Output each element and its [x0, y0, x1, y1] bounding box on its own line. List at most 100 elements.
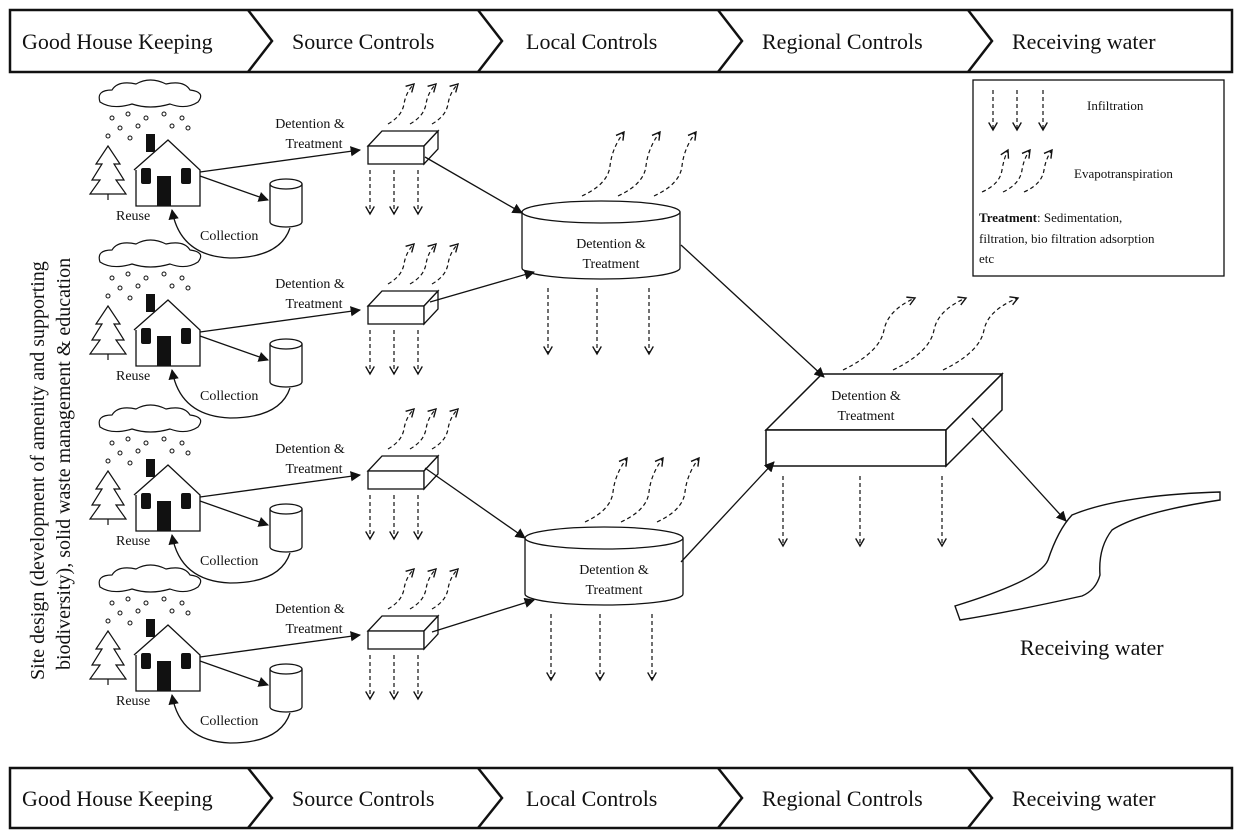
local-tank-label-line2: Treatment	[582, 257, 639, 272]
collection-tank-icon	[269, 338, 303, 388]
reuse-label: Reuse	[116, 694, 150, 709]
rain-drops-icon	[105, 271, 191, 301]
bottom-band-frame	[8, 766, 1234, 830]
tree-icon	[88, 629, 128, 685]
top-band-dividers	[247, 9, 994, 73]
source-infiltration-icon	[365, 170, 423, 216]
source-control-box	[366, 454, 440, 491]
rain-drops-icon	[105, 596, 191, 626]
source-infiltration-icon	[365, 495, 423, 541]
source-evapotranspiration-icon	[387, 82, 460, 125]
source-detention-label-line2: Treatment	[285, 137, 342, 152]
bottom-band-dividers	[247, 767, 994, 829]
local-evapotranspiration-icon	[584, 456, 700, 523]
reuse-label: Reuse	[116, 209, 150, 224]
legend: Infiltration Evapotranspiration Treatmen…	[972, 79, 1225, 277]
flow-arrow	[199, 335, 269, 362]
house-icon	[133, 619, 201, 692]
bottom-stage-receiving-water: Receiving water	[1012, 786, 1156, 811]
regional-label-line1: Detention &	[831, 389, 901, 404]
source-control-box	[366, 289, 440, 326]
house-icon	[133, 459, 201, 532]
top-stage-good-house-keeping: Good House Keeping	[22, 29, 213, 54]
local-control-tank: Detention & Treatment	[521, 130, 697, 356]
bottom-stage-regional-controls: Regional Controls	[762, 786, 923, 811]
local-control-tank: Detention & Treatment	[524, 456, 700, 682]
reuse-label: Reuse	[116, 369, 150, 384]
regional-label-line2: Treatment	[837, 409, 894, 424]
local-infiltration-icon	[543, 288, 654, 356]
tree-icon	[88, 144, 128, 200]
local-tank-label-line1: Detention &	[576, 237, 646, 252]
legend-treatment-line3: etc	[979, 251, 994, 266]
bottom-stage-source-controls: Source Controls	[292, 786, 434, 811]
local-tank-label-line1: Detention &	[579, 563, 649, 578]
flow-arrow	[199, 175, 269, 202]
source-detention-label-line2: Treatment	[285, 622, 342, 637]
reuse-arrow	[168, 533, 291, 584]
source-control-box	[366, 614, 440, 651]
source-detention-label-line1: Detention &	[275, 277, 345, 292]
source-detention-label-line1: Detention &	[275, 442, 345, 457]
side-text-line1: Site design (development of amenity and …	[27, 261, 49, 680]
regional-basin: Detention & Treatment	[764, 296, 1020, 548]
local-evapotranspiration-icon	[581, 130, 697, 197]
source-control-box	[366, 129, 440, 166]
receiving-water-label: Receiving water	[1020, 635, 1164, 660]
rain-drops-icon	[105, 436, 191, 466]
reuse-arrow	[168, 368, 291, 419]
rain-cloud-icon	[98, 564, 202, 593]
legend-treatment-line2: filtration, bio filtration adsorption	[979, 231, 1155, 246]
regional-evapotranspiration-icon	[842, 296, 1020, 371]
regional-infiltration-icon	[778, 476, 947, 548]
source-infiltration-icon	[365, 330, 423, 376]
rain-drops-icon	[105, 111, 191, 141]
reuse-label: Reuse	[116, 534, 150, 549]
source-detention-label-line1: Detention &	[275, 117, 345, 132]
source-evapotranspiration-icon	[387, 407, 460, 450]
tree-icon	[88, 469, 128, 525]
reuse-arrow	[168, 208, 291, 259]
source-detention-label-line1: Detention &	[275, 602, 345, 617]
top-band-frame	[8, 8, 1234, 74]
receiving-water-river: Receiving water	[954, 491, 1221, 660]
source-infiltration-icon	[365, 655, 423, 701]
local-infiltration-icon	[546, 614, 657, 682]
house-icon	[133, 134, 201, 207]
source-detention-label-line2: Treatment	[285, 462, 342, 477]
rain-cloud-icon	[98, 404, 202, 433]
flow-arrow	[199, 631, 362, 658]
collection-label: Collection	[200, 554, 258, 569]
bottom-stage-good-house-keeping: Good House Keeping	[22, 786, 213, 811]
source-evapotranspiration-icon	[387, 242, 460, 285]
legend-frame	[972, 79, 1225, 277]
rain-cloud-icon	[98, 239, 202, 268]
collection-tank-icon	[269, 178, 303, 228]
house-icon	[133, 294, 201, 367]
rain-cloud-icon	[98, 79, 202, 108]
local-tank-label-line2: Treatment	[585, 583, 642, 598]
flow-arrow	[199, 306, 362, 333]
side-text-line2: biodiversity), solid waste management & …	[53, 258, 75, 670]
top-stage-regional-controls: Regional Controls	[762, 29, 923, 54]
flow-arrow	[199, 500, 269, 527]
source-detention-label-line2: Treatment	[285, 297, 342, 312]
flow-arrows	[424, 156, 1067, 633]
flow-arrow	[199, 660, 269, 687]
legend-infiltration-label: Infiltration	[1087, 98, 1144, 113]
reuse-arrow	[168, 693, 291, 744]
bottom-stage-band: Good House Keeping Source Controls Local…	[8, 766, 1234, 830]
flow-arrow	[199, 471, 362, 498]
top-stage-band: Good House Keeping Source Controls Local…	[8, 8, 1234, 74]
collection-label: Collection	[200, 229, 258, 244]
top-stage-receiving-water: Receiving water	[1012, 29, 1156, 54]
flow-arrow	[199, 146, 362, 173]
legend-evapotranspiration-label: Evapotranspiration	[1074, 166, 1173, 181]
top-stage-local-controls: Local Controls	[526, 29, 657, 54]
